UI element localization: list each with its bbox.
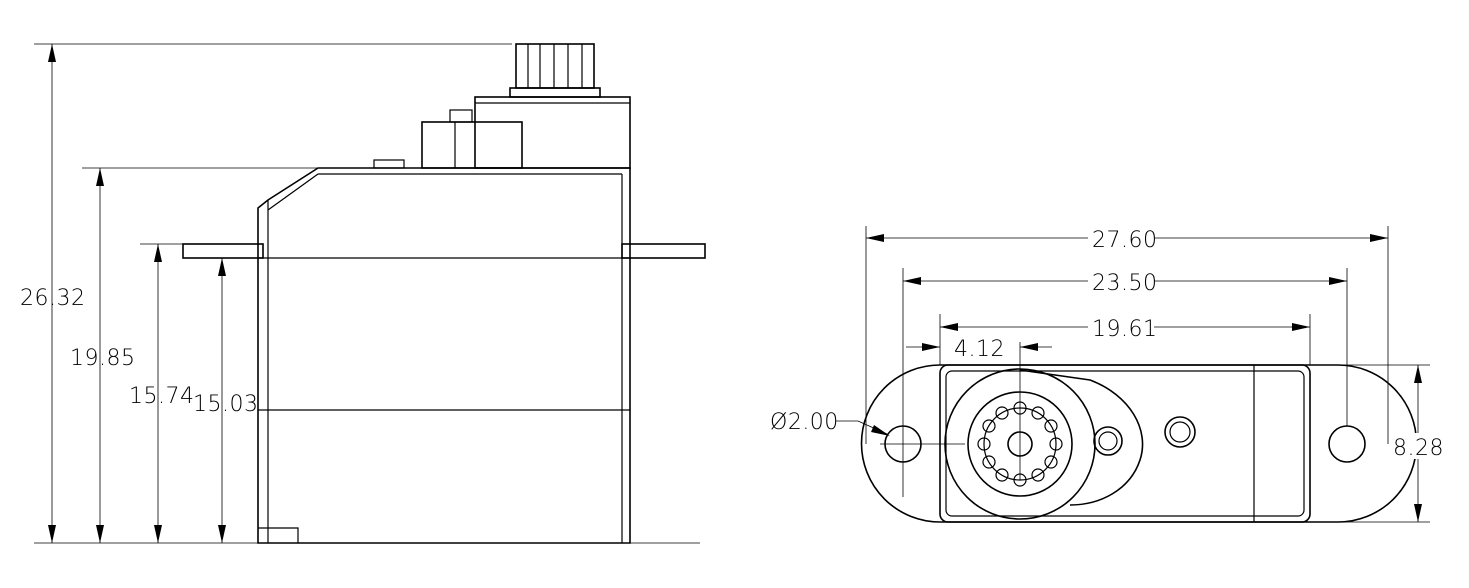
right-mounting-tab xyxy=(621,243,706,259)
dim-body-height: 19.85 xyxy=(70,168,135,543)
gear-housing xyxy=(474,96,631,169)
label-tab-width: 8.28 xyxy=(1393,436,1444,461)
top-nub xyxy=(373,159,405,169)
dim-total-height: 26.32 xyxy=(20,44,85,543)
side-view: 26.32 19.85 15.74 15.03 xyxy=(20,43,706,544)
dim-body-length: 19.61 xyxy=(940,315,1310,342)
servo-body-outline xyxy=(257,167,631,544)
dim-tab-length: 27.60 xyxy=(866,226,1388,253)
body-inner-outline-top xyxy=(945,370,1305,517)
gear-post-hole-outer xyxy=(1093,426,1123,456)
body-chamfer-line xyxy=(267,173,319,211)
output-spline xyxy=(515,43,595,89)
label-body-length: 19.61 xyxy=(1092,317,1157,342)
spline-teeth xyxy=(527,44,583,88)
label-shaft-offset: 4.12 xyxy=(954,337,1005,362)
label-hole-diameter: Ø2.00 xyxy=(770,410,839,435)
cable-exit-block xyxy=(258,527,299,543)
gear-post-hole-inner xyxy=(1098,431,1118,451)
dim-tab-width: 8.28 xyxy=(1393,365,1449,522)
dim-hole-spacing: 23.50 xyxy=(903,269,1347,296)
screw-hole-outer xyxy=(1164,416,1196,448)
label-tab-to-bottom: 15.74 xyxy=(129,384,194,409)
label-body-height: 19.85 xyxy=(70,346,135,371)
top-view: 27.60 23.50 19.61 4.12 xyxy=(770,226,1449,523)
label-tab-length: 27.60 xyxy=(1092,228,1157,253)
label-total-height: 26.32 xyxy=(20,286,85,311)
label-tab-inner-to-bottom: 15.03 xyxy=(193,392,258,417)
body-outline-top xyxy=(939,364,1311,523)
dim-tab-to-bottom: 15.74 xyxy=(129,244,194,543)
secondary-gear-housing xyxy=(421,121,523,169)
dim-hole-diameter: Ø2.00 xyxy=(770,410,890,436)
spline-ring xyxy=(977,401,1063,487)
dim-shaft-offset: 4.12 xyxy=(906,337,1052,362)
spline-base xyxy=(509,87,601,98)
right-mounting-hole xyxy=(1328,425,1366,463)
label-hole-spacing: 23.50 xyxy=(1092,271,1157,296)
small-post xyxy=(449,109,473,123)
gear-housing-lobe xyxy=(1019,369,1144,506)
screw-hole-inner xyxy=(1169,421,1191,443)
left-mounting-tab xyxy=(182,243,264,259)
dim-tab-inner-to-bottom: 15.03 xyxy=(193,258,258,543)
